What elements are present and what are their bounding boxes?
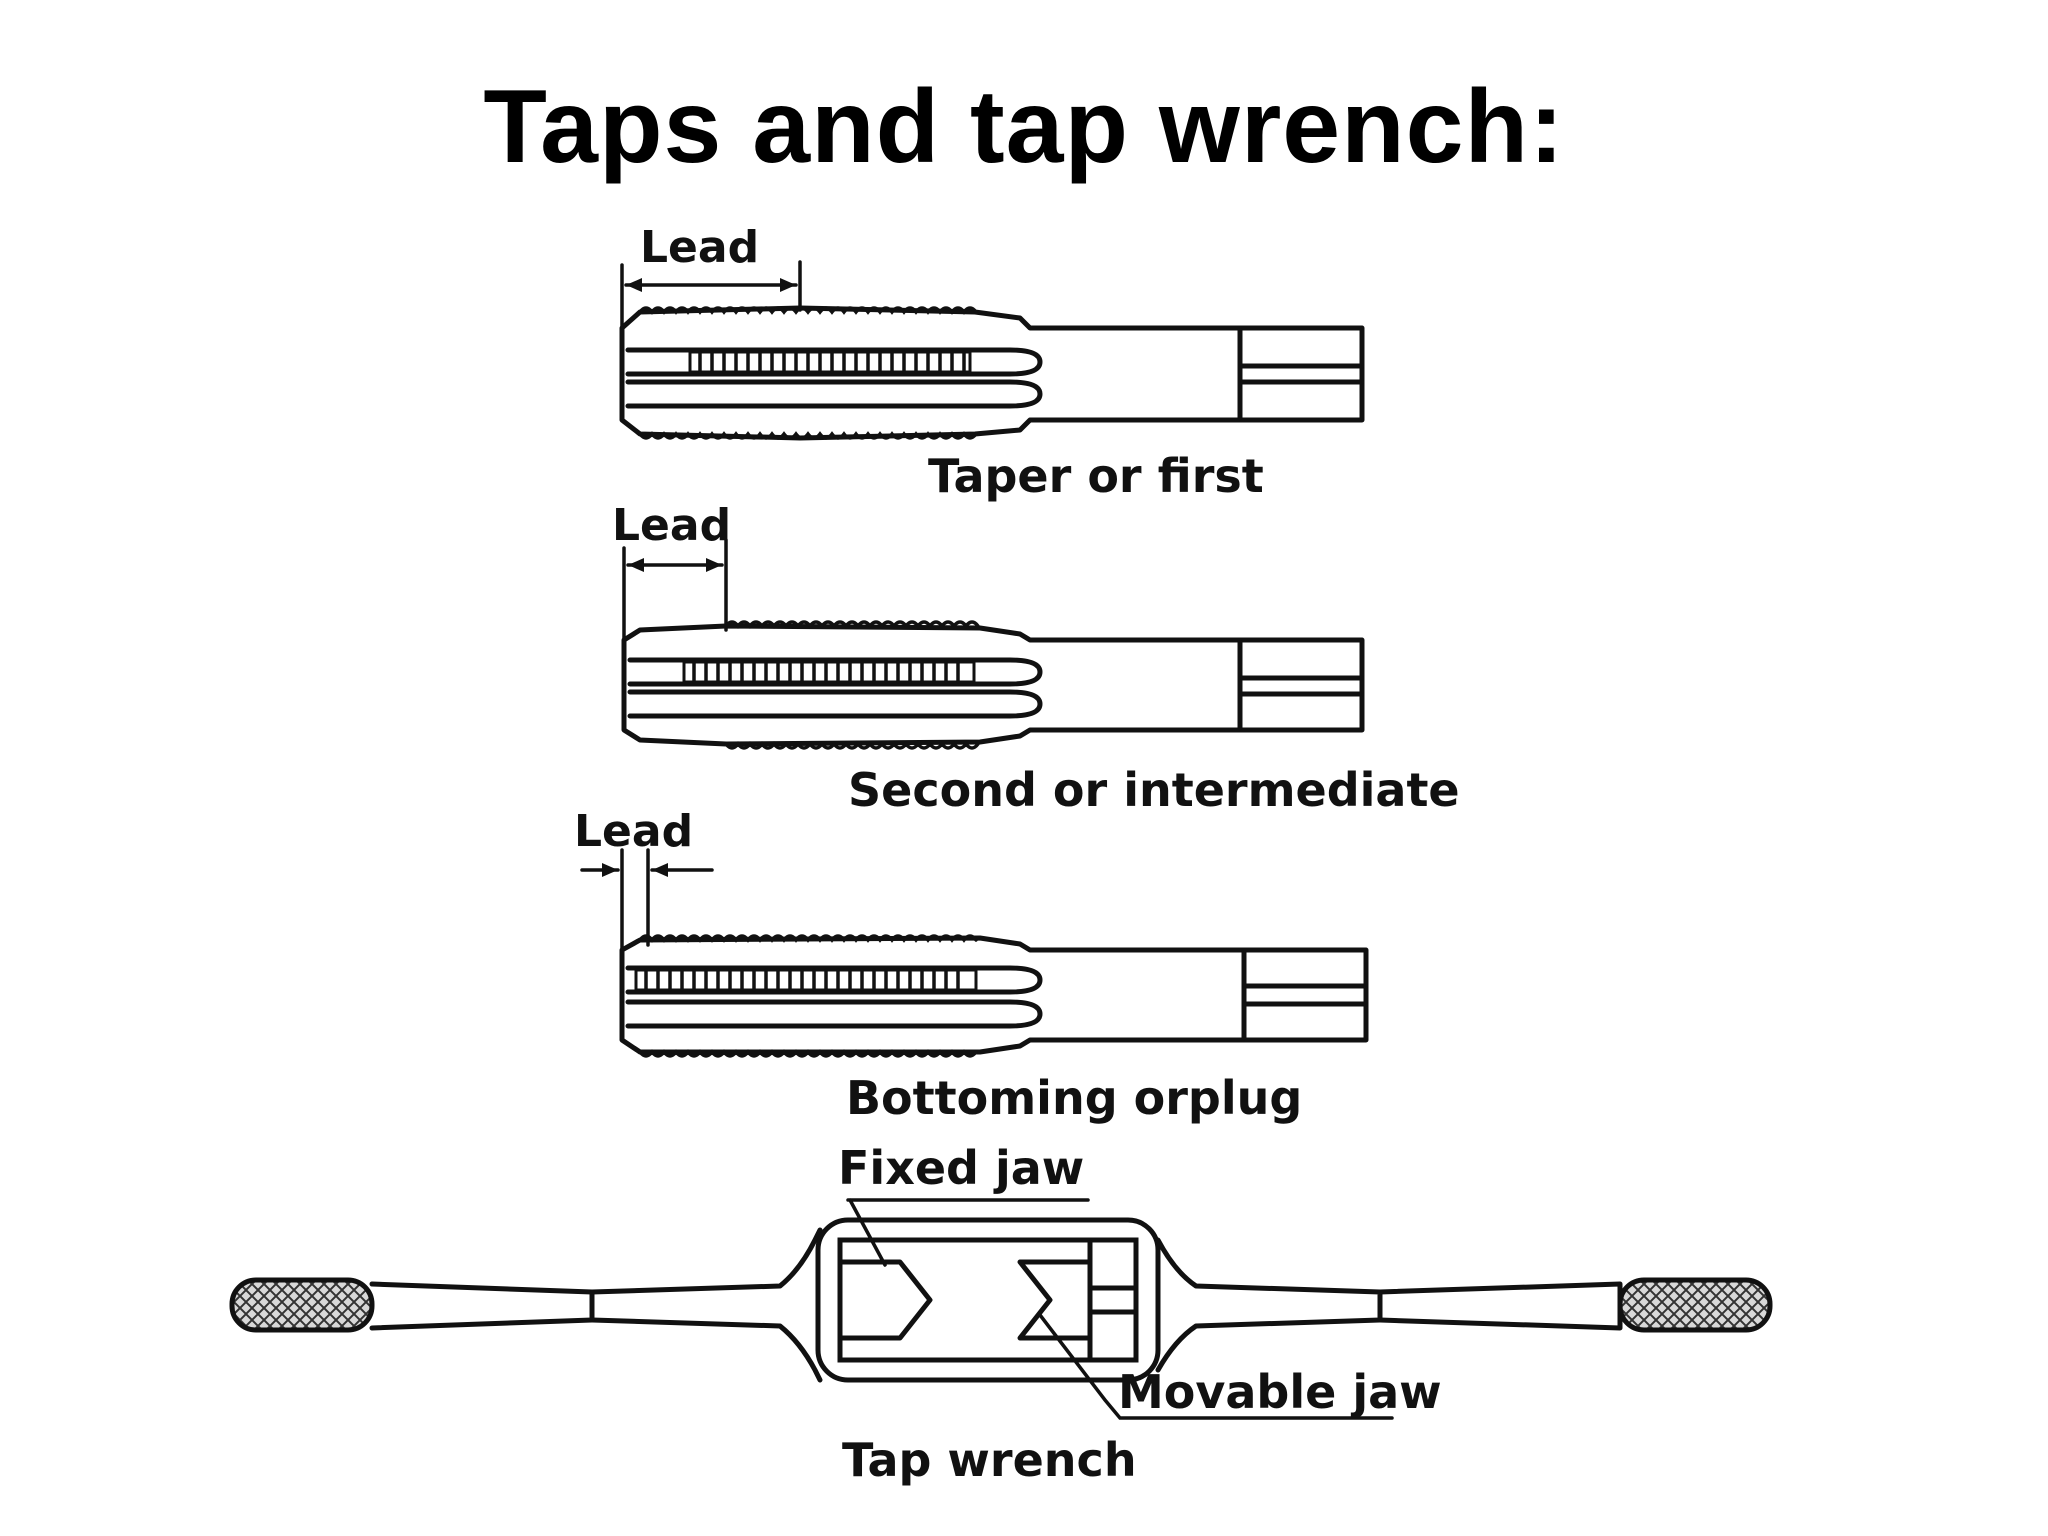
tap-wrench-label: Tap wrench: [842, 1433, 1137, 1487]
wrench-frame: [815, 1217, 1161, 1383]
tap-label-3: Bottoming orplug: [846, 1071, 1302, 1125]
lead-label-3: Lead: [574, 806, 693, 857]
left-knurled-grip: [229, 1277, 375, 1333]
right-knurled-grip: [1617, 1277, 1773, 1333]
fixed-jaw-label: Fixed jaw: [838, 1141, 1084, 1195]
lead-label-2: Lead: [612, 500, 731, 551]
lead-label-1: Lead: [640, 222, 759, 273]
slide-title: Taps and tap wrench:: [483, 69, 1565, 185]
tap-label-2: Second or intermediate: [848, 763, 1460, 817]
lead-dimension-3: Lead: [574, 806, 714, 1002]
bottoming-tap: Lead Bottoming orplug: [574, 806, 1369, 1125]
lead-dimension-2: Lead: [612, 500, 731, 702]
taper-tap: Lead Taper or first: [619, 222, 1365, 503]
intermediate-tap: Lead Second or intermediate: [612, 500, 1460, 817]
tap-wrench: Fixed jaw Movable jaw Tap wrench: [229, 1141, 1773, 1487]
lead-dimension-1: Lead: [620, 222, 802, 407]
fixed-jaw: [837, 1259, 933, 1341]
tap-label-1: Taper or first: [928, 449, 1264, 503]
movable-jaw: [1017, 1259, 1093, 1341]
movable-jaw-label: Movable jaw: [1118, 1365, 1442, 1419]
